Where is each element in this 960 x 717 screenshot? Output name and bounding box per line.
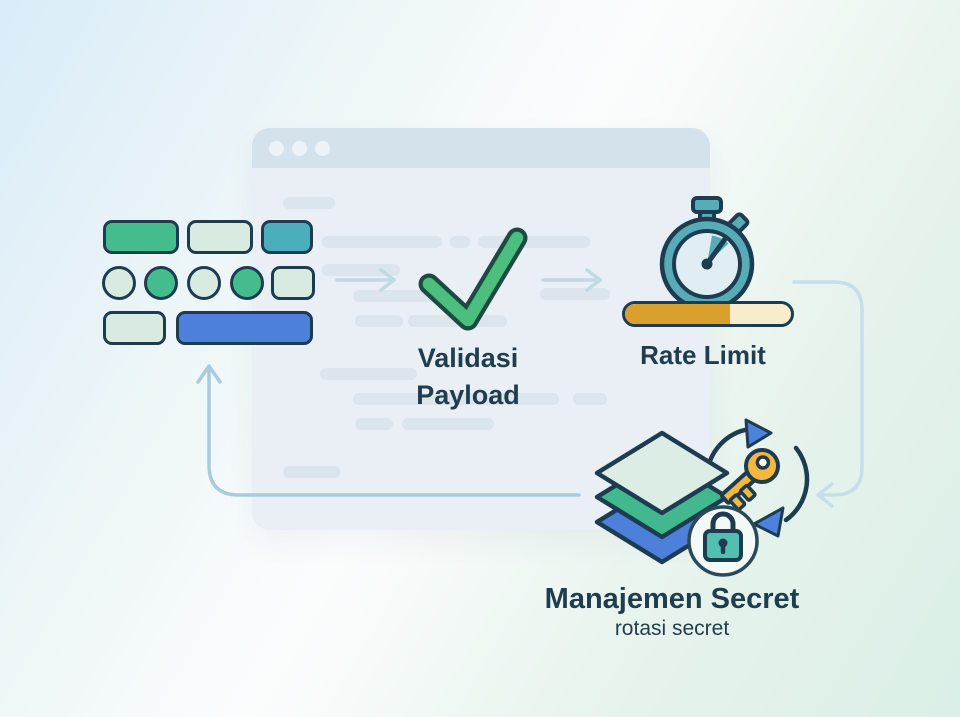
block-circle xyxy=(187,266,221,300)
traffic-light-dot-icon xyxy=(315,141,330,156)
skeleton-line xyxy=(322,236,442,248)
connector-arrow-to-secret xyxy=(792,280,864,508)
arrow-right-icon xyxy=(335,268,396,292)
skeleton-line xyxy=(283,197,335,209)
block-circle xyxy=(230,266,264,300)
skeleton-line xyxy=(540,288,610,300)
block-rect xyxy=(176,311,313,345)
rate-limit-label: Rate Limit xyxy=(640,340,766,370)
skeleton-line xyxy=(573,393,607,405)
validasi-label-line2: Payload xyxy=(416,380,520,410)
rate-limit-progress-bar xyxy=(622,301,794,327)
skeleton-line xyxy=(353,393,559,405)
skeleton-line xyxy=(283,466,340,478)
block-circle xyxy=(102,266,136,300)
traffic-light-dot-icon xyxy=(269,141,284,156)
traffic-light-dot-icon xyxy=(292,141,307,156)
secret-management-icon xyxy=(594,418,810,577)
arrow-right-icon xyxy=(541,268,602,292)
checkmark-icon xyxy=(418,227,528,331)
block-rect xyxy=(187,220,253,254)
browser-window-header xyxy=(252,128,710,168)
rate-limit-progress-fill xyxy=(625,304,730,324)
validasi-payload-label: Validasi Payload xyxy=(388,340,548,414)
key-icon xyxy=(719,448,780,512)
skeleton-line xyxy=(402,418,494,430)
block-circle xyxy=(144,266,178,300)
validasi-label-line1: Validasi xyxy=(417,343,519,373)
block-rect xyxy=(261,220,313,254)
skeleton-line xyxy=(320,368,417,380)
lock-icon xyxy=(687,505,759,577)
manajemen-secret-label: Manajemen Secret xyxy=(544,583,800,615)
block-rect xyxy=(103,311,166,345)
skeleton-line xyxy=(450,236,470,248)
rotasi-secret-label: rotasi secret xyxy=(614,617,730,640)
loop-arrow-back-to-start xyxy=(196,364,581,497)
skeleton-line xyxy=(322,264,400,276)
browser-window xyxy=(252,128,710,530)
block-rect xyxy=(103,220,179,254)
skeleton-line xyxy=(355,418,393,430)
skeleton-line xyxy=(355,315,403,327)
stopwatch-icon xyxy=(659,196,755,312)
skeleton-line xyxy=(353,290,439,302)
block-rect xyxy=(271,266,315,300)
